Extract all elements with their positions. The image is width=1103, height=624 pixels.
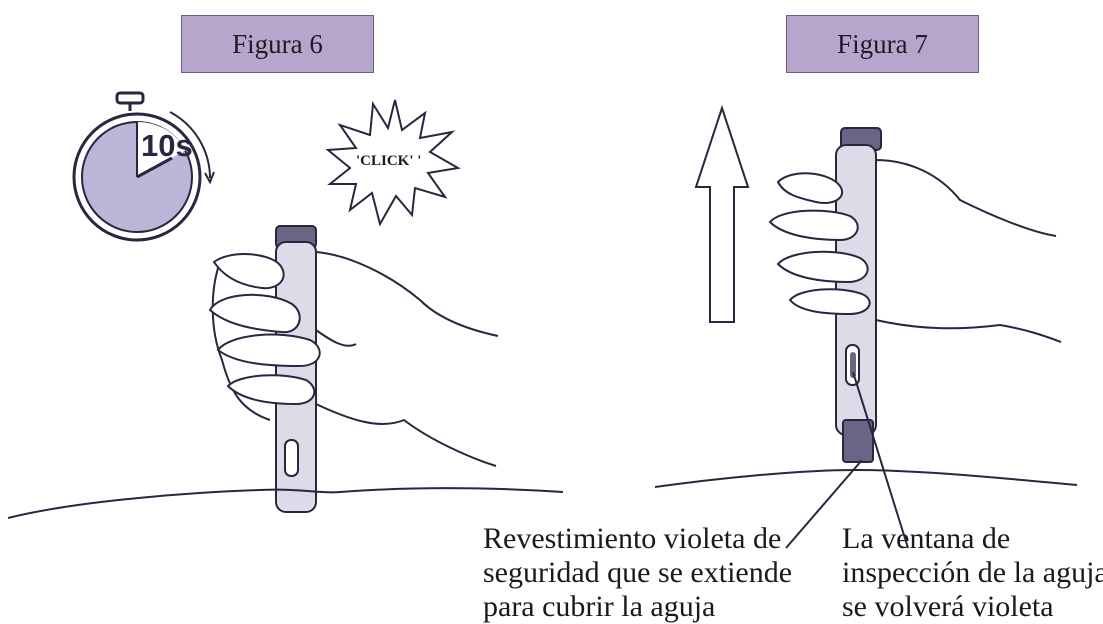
timer-text: 10s — [141, 128, 193, 163]
caption-line: seguridad que se extiende — [483, 556, 793, 589]
caption-line: para cubrir la aguja — [483, 590, 716, 623]
click-text: 'CLICK' ' — [356, 153, 422, 169]
hand-figure-7 — [768, 159, 1062, 343]
caption-coating: Revestimiento violeta de seguridad que s… — [483, 522, 792, 624]
pointer-line-window — [852, 371, 909, 549]
figure-7-label: Figura 7 — [786, 15, 979, 73]
pointer-line-coating — [785, 459, 863, 549]
click-burst-icon — [325, 99, 461, 227]
up-arrow-icon — [694, 104, 750, 323]
stopwatch-icon — [72, 91, 215, 242]
skin-line-figure-7 — [654, 468, 1078, 488]
skin-line-figure-6 — [7, 487, 564, 519]
caption-line: inspección de la aguja — [842, 556, 1103, 589]
figure-6-label: Figura 6 — [181, 15, 374, 73]
caption-line: Revestimiento violeta de — [483, 522, 782, 555]
hand-figure-6 — [208, 251, 499, 467]
caption-window: La ventana de inspección de la aguja se … — [842, 522, 1103, 624]
caption-line: se volverá violeta — [842, 590, 1054, 623]
caption-line: La ventana de — [842, 522, 1011, 555]
